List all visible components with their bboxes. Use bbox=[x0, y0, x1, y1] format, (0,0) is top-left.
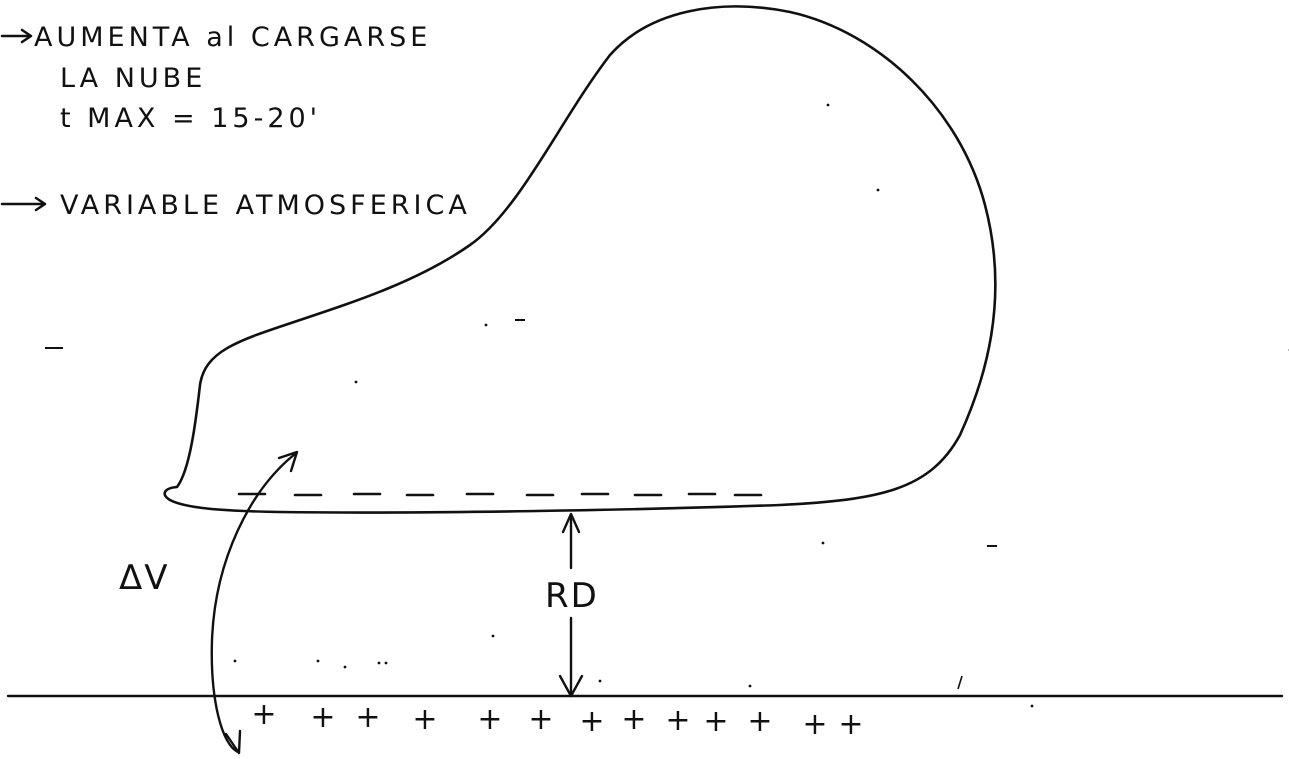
delta-v-arrow: ΔV bbox=[119, 450, 299, 755]
annotation-line-2: LA NUBE bbox=[60, 63, 206, 94]
ground-charge-plus: + bbox=[802, 707, 827, 742]
cloud-base-charges bbox=[237, 492, 763, 497]
delta-v-down-head bbox=[224, 729, 242, 755]
delta-v-up-head bbox=[277, 450, 299, 473]
ground-charge-plus: + bbox=[251, 697, 276, 732]
ground-charge-plus: + bbox=[838, 707, 863, 742]
scan-specks bbox=[45, 103, 1289, 708]
cloud-outline bbox=[163, 5, 997, 514]
annotation-line-1: AUMENTA al CARGARSE bbox=[34, 22, 431, 53]
annotation-line-4: VARIABLE ATMOSFERICA bbox=[60, 190, 471, 221]
rd-label: RD bbox=[545, 576, 599, 616]
rd-arrow: RD bbox=[545, 512, 599, 698]
ground-charge-plus: + bbox=[412, 702, 437, 737]
ground-charge-plus: + bbox=[355, 700, 380, 735]
arrow-head-2 bbox=[34, 196, 47, 212]
ground-charge-plus: + bbox=[579, 704, 604, 739]
arrow-head-1 bbox=[20, 28, 33, 44]
annotation-block: AUMENTA al CARGARSE LA NUBE t MAX = 15-2… bbox=[0, 22, 471, 221]
ground-charge-plus: + bbox=[665, 703, 690, 738]
rd-arrow-down-head bbox=[558, 674, 584, 698]
ground-charge-plus: + bbox=[310, 700, 335, 735]
annotation-line-3: t MAX = 15-20' bbox=[60, 103, 321, 134]
delta-v-label: ΔV bbox=[119, 558, 170, 598]
ground-charge-plus: + bbox=[477, 702, 502, 737]
rd-arrow-up-head bbox=[561, 512, 581, 534]
delta-v-curve bbox=[210, 452, 297, 754]
ground-charge-plus: + bbox=[528, 702, 553, 737]
ground-charge-plus: + bbox=[703, 704, 728, 739]
ground-charge-plus: + bbox=[747, 704, 772, 739]
ground-charges: + + + + + + + + + + + + + bbox=[251, 697, 863, 742]
ground-charge-plus: + bbox=[621, 702, 646, 737]
